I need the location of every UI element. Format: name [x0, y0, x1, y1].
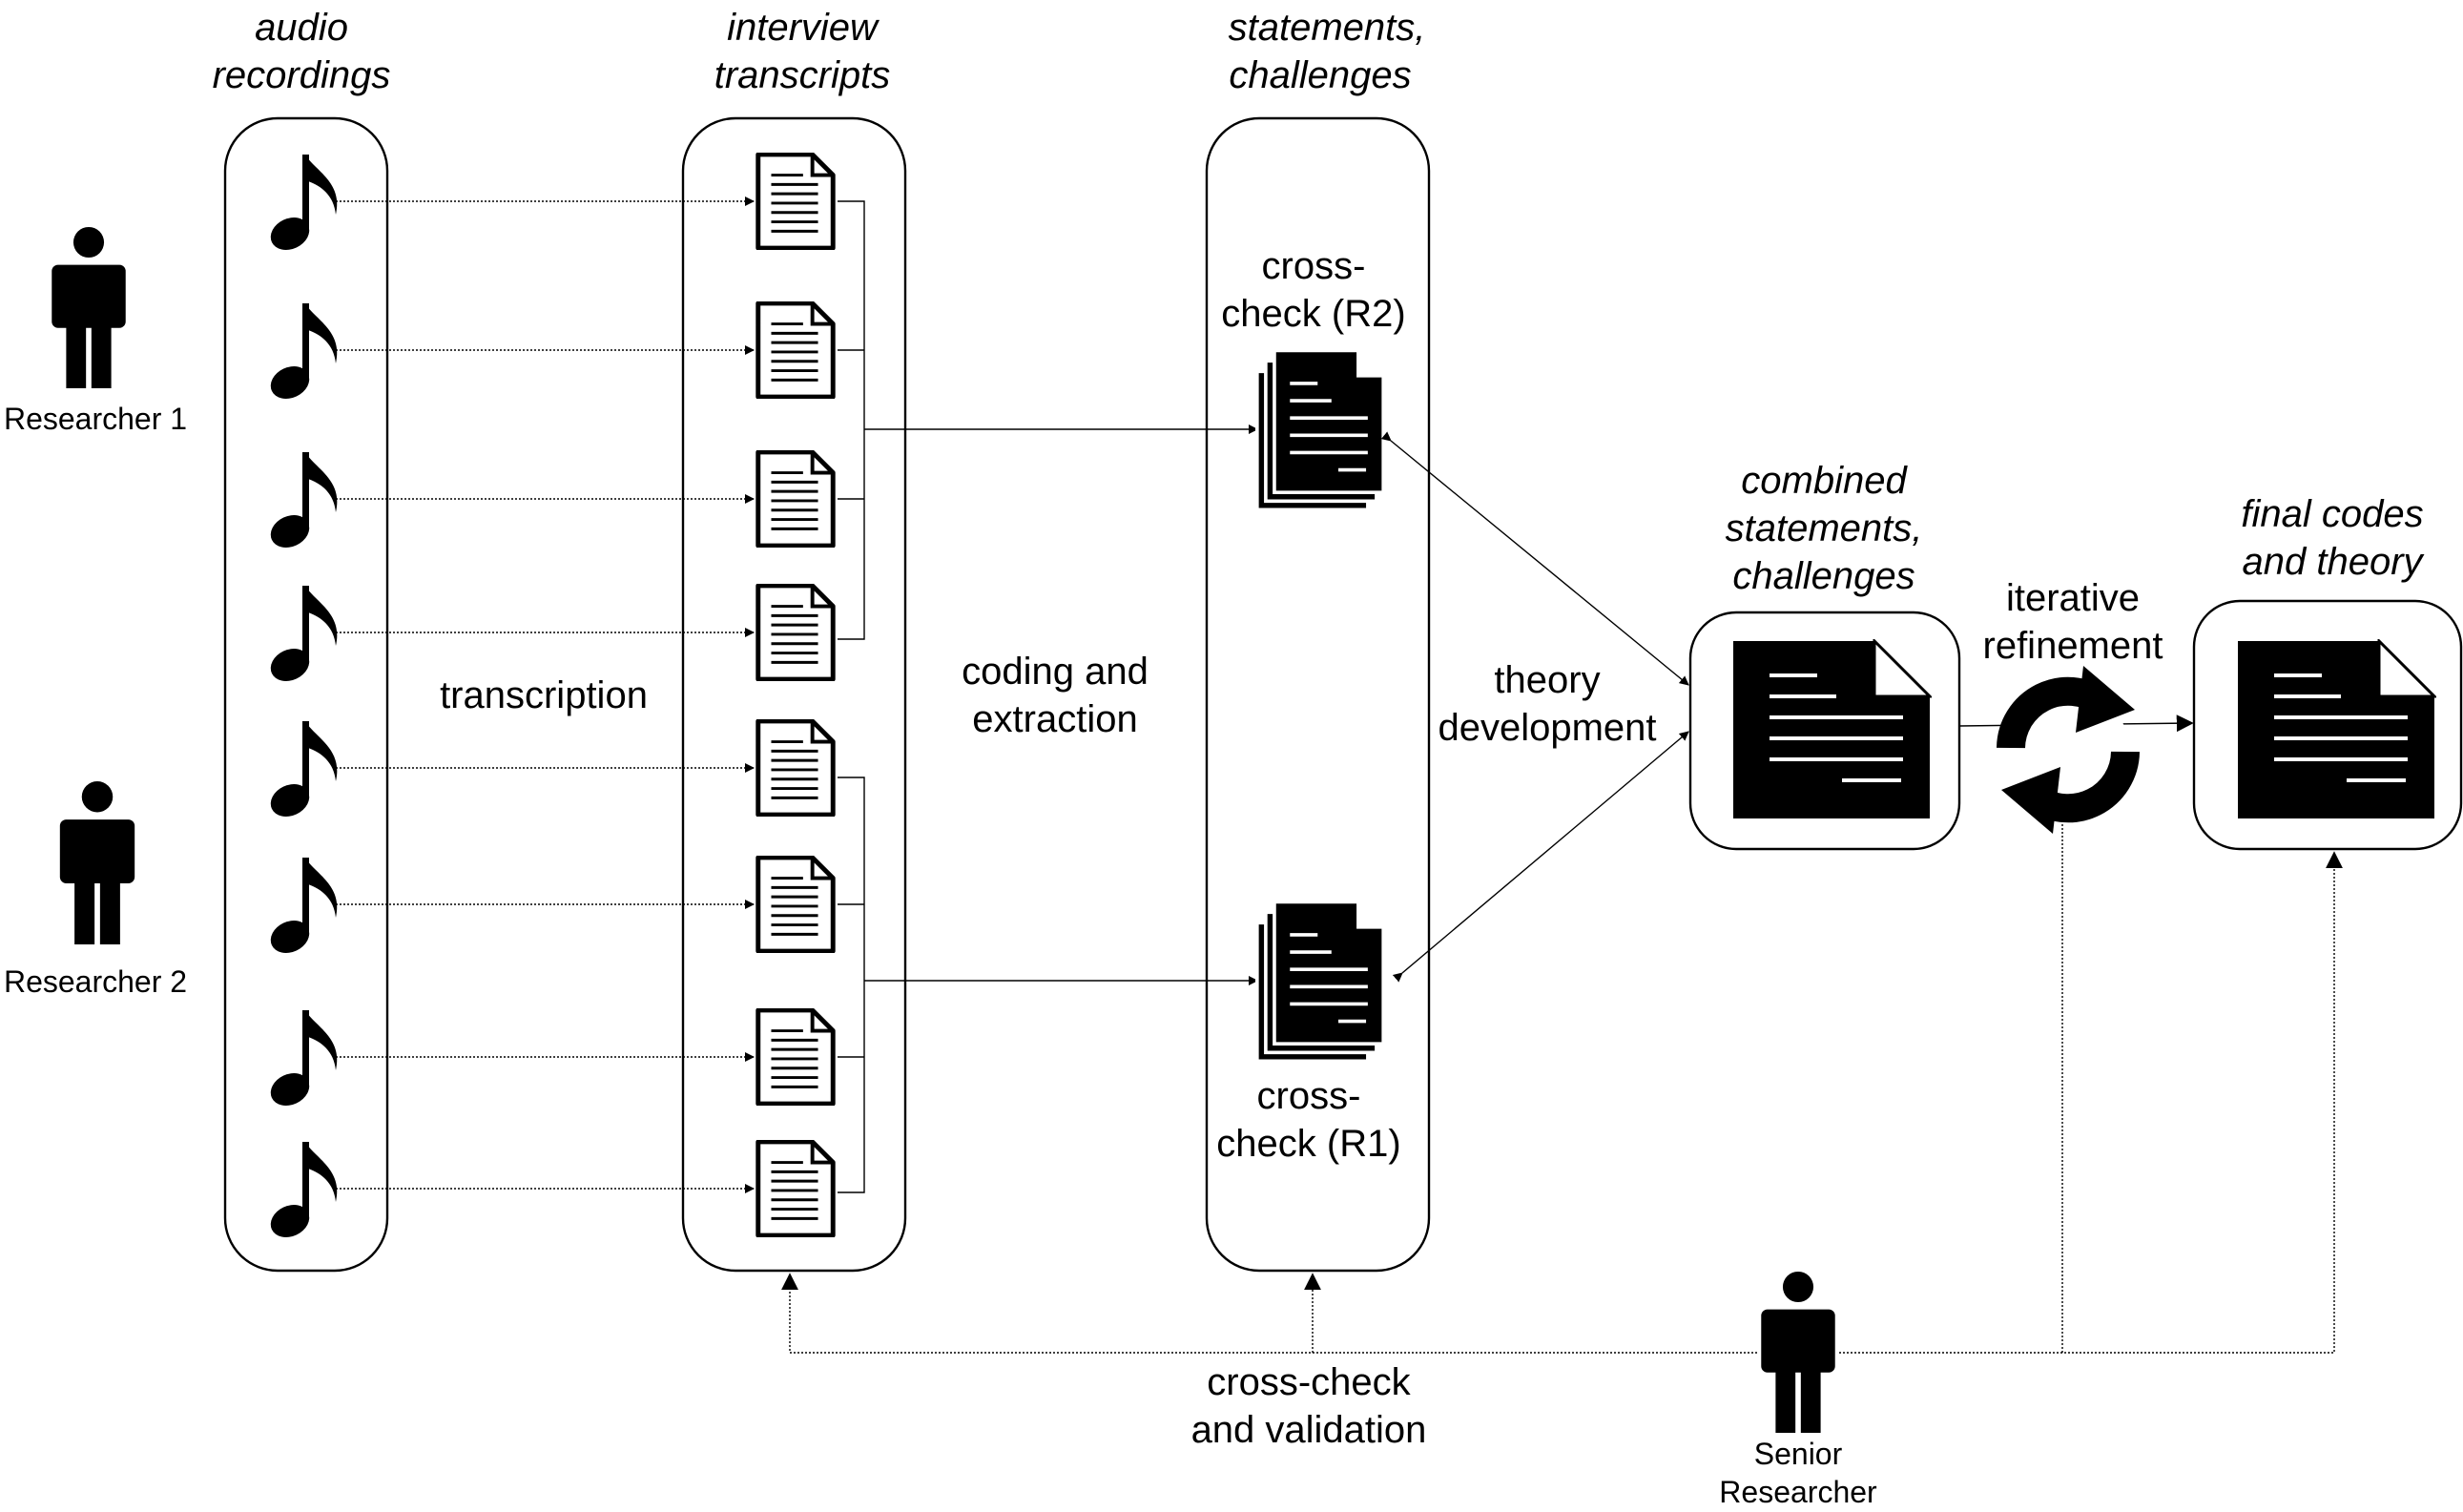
coding-label: coding and: [962, 651, 1149, 693]
coding-label-2: extraction: [972, 698, 1137, 740]
combined-title-2: statements,: [1726, 507, 1923, 549]
final-title-2: and theory: [2242, 541, 2425, 583]
statements-column-title: statements,: [1229, 7, 1426, 49]
combined-title: combined: [1741, 460, 1908, 502]
cross-check-r1-label: cross-: [1257, 1075, 1361, 1117]
senior-researcher-label: Senior: [1754, 1437, 1843, 1471]
interview-transcripts-panel: [681, 116, 907, 1273]
statements-column-title-2: challenges: [1229, 54, 1411, 96]
researcher-2-label: Researcher 2: [4, 964, 187, 999]
cross-check-r1-label-2: check (R1): [1216, 1123, 1400, 1165]
document-icon: [758, 452, 833, 546]
audio-column-title: audio: [255, 7, 348, 49]
document-icon: [758, 155, 833, 248]
document-icon: [758, 1010, 833, 1104]
transcripts-column-title: interview: [727, 7, 880, 49]
document-stack-icon-r2: [1255, 348, 1385, 512]
transcription-label: transcription: [440, 674, 648, 716]
validation-label: cross-check: [1207, 1361, 1411, 1403]
iterative-label: iterative: [2006, 577, 2140, 619]
combined-document-icon: [1731, 639, 1932, 820]
audio-recordings-panel: [223, 116, 389, 1273]
researcher-1-person-icon: [52, 226, 126, 388]
refresh-cycle-icon: [1997, 666, 2140, 834]
document-icon: [758, 1142, 833, 1235]
document-icon: [758, 586, 833, 679]
document-icon: [758, 858, 833, 951]
theory-label-2: development: [1438, 707, 1656, 749]
researcher-1-label: Researcher 1: [4, 402, 187, 436]
document-icon: [758, 303, 833, 397]
final-document-icon: [2236, 639, 2436, 820]
validation-label-2: and validation: [1191, 1409, 1427, 1451]
researcher-2-person-icon: [59, 780, 135, 944]
document-stack-icon-r1: [1255, 900, 1385, 1064]
iterative-label-2: refinement: [1983, 625, 2163, 667]
audio-column-title-2: recordings: [213, 54, 391, 96]
senior-researcher-label-2: Researcher: [1719, 1475, 1877, 1509]
senior-researcher-person-icon: [1761, 1271, 1835, 1433]
transcripts-column-title-2: transcripts: [714, 54, 891, 96]
final-title: final codes: [2241, 493, 2423, 535]
document-icon: [758, 721, 833, 815]
cross-check-r2-label: cross-: [1262, 245, 1366, 287]
combined-title-3: challenges: [1732, 555, 1915, 597]
theory-label: theory: [1494, 659, 1600, 701]
cross-check-r2-label-2: check (R2): [1221, 293, 1405, 335]
